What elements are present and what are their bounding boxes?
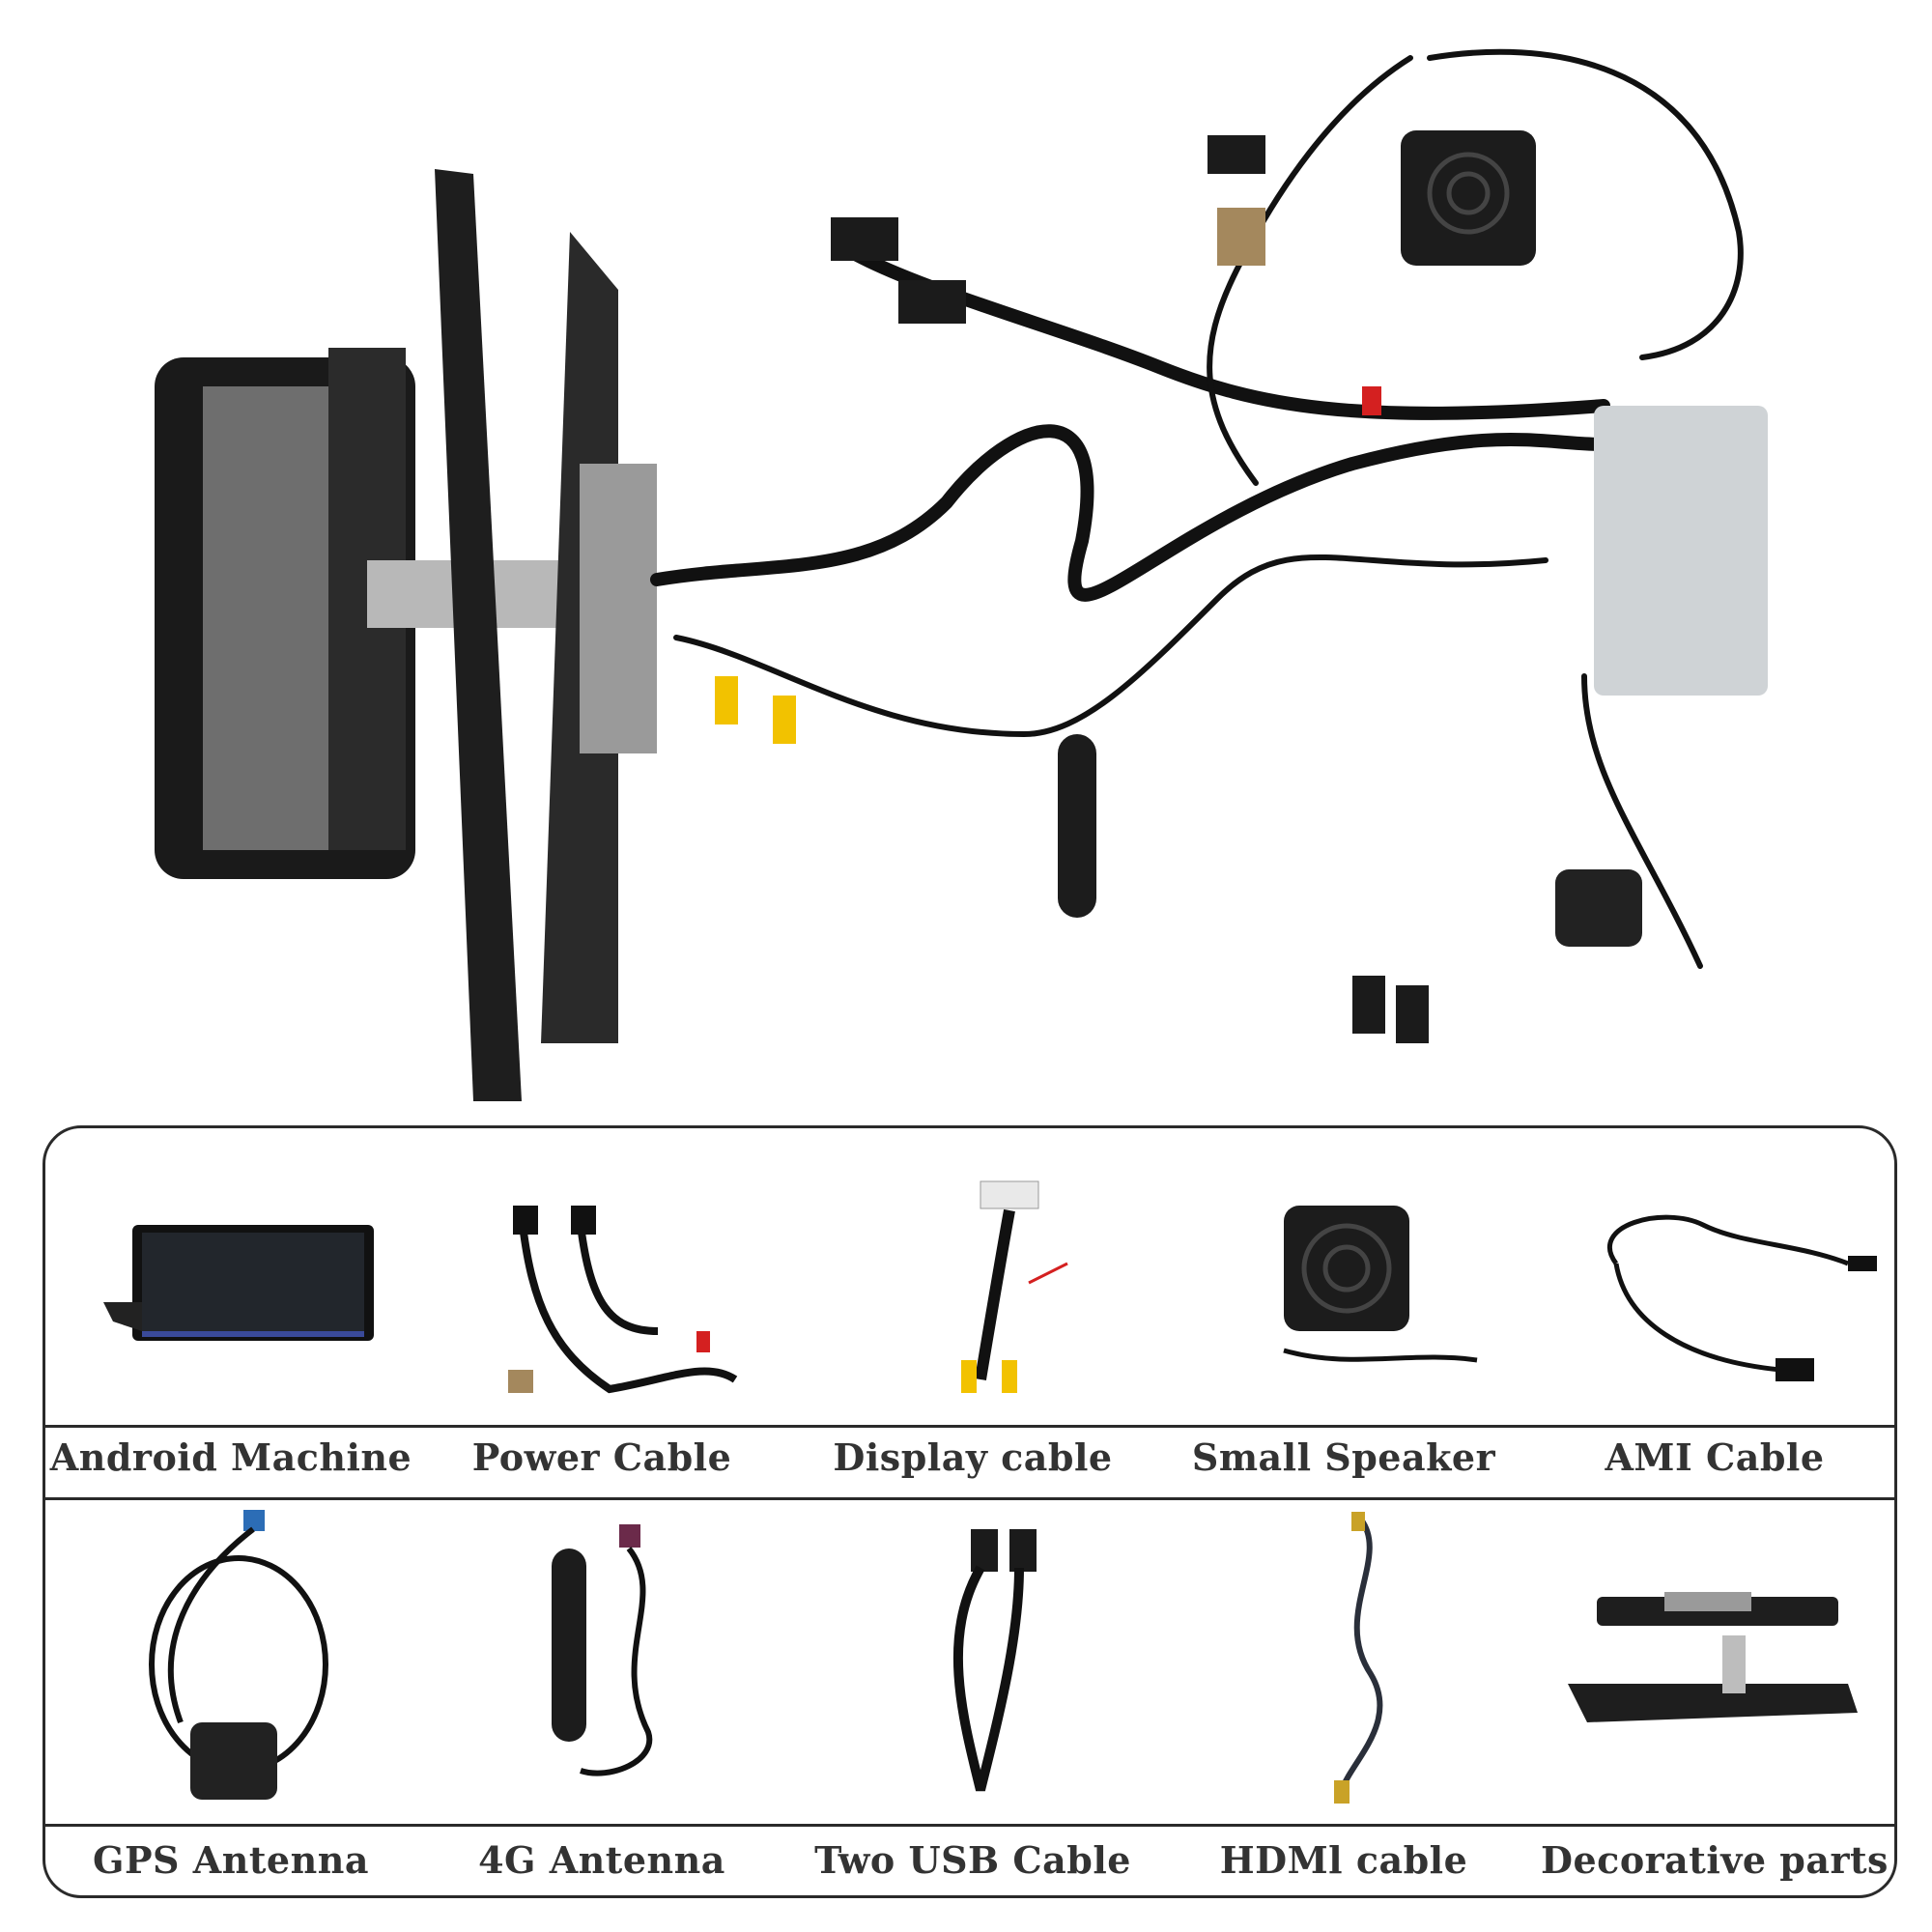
ami-cable-thumb [1606, 1214, 1877, 1381]
item-gps-antenna: GPS Antenna [45, 1500, 416, 1896]
4g-antenna-thumb [552, 1524, 653, 1776]
item-label: Small Speaker [1191, 1435, 1496, 1479]
row2-label-divider [45, 1824, 1894, 1827]
item-two-usb-cable: Two USB Cable [787, 1500, 1158, 1896]
decorative-parts-thumb [1568, 1592, 1858, 1722]
item-power-cable: Power Cable [416, 1128, 787, 1495]
item-small-speaker: Small Speaker [1158, 1128, 1529, 1495]
item-label: Two USB Cable [814, 1838, 1131, 1882]
item-ami-cable: AMI Cable [1529, 1128, 1900, 1495]
item-display-cable: Display cable [787, 1128, 1158, 1495]
item-hdmi-cable: HDMl cable [1158, 1500, 1529, 1896]
power-connectors [831, 135, 1265, 324]
usb-ends [1352, 976, 1429, 1043]
item-label: Android Machine [49, 1435, 412, 1479]
main-harness [650, 244, 1610, 602]
item-label: Decorative parts [1541, 1838, 1889, 1882]
accessory-panel: Android Machine Power Cable Display cabl… [43, 1125, 1897, 1898]
rca-connectors [715, 386, 1381, 744]
item-label: Display cable [833, 1435, 1113, 1479]
hdmi-cable-thumb [1334, 1512, 1383, 1804]
android-machine-thumb [103, 1225, 374, 1341]
android-machine-display [155, 348, 415, 879]
item-android-machine: Android Machine [45, 1128, 416, 1495]
row1-label-divider [45, 1425, 1894, 1428]
gps-puck [1555, 869, 1642, 947]
product-hero-illustration [155, 48, 1768, 1101]
item-label: 4G Antenna [478, 1838, 725, 1882]
thin-cables [673, 48, 1744, 969]
item-4g-antenna: 4G Antenna [416, 1500, 787, 1896]
gps-antenna-thumb [149, 1510, 328, 1800]
two-usb-cable-thumb [952, 1529, 1037, 1792]
item-label: AMI Cable [1605, 1435, 1825, 1479]
display-cable-thumb [961, 1180, 1068, 1393]
item-label: HDMl cable [1219, 1838, 1468, 1882]
item-label: Power Cable [471, 1435, 732, 1479]
item-decorative-parts: Decorative parts [1529, 1500, 1900, 1896]
decorative-frame [435, 169, 657, 1101]
speaker-unit [1401, 130, 1536, 266]
row-divider [45, 1497, 1894, 1500]
power-cable-thumb [508, 1206, 738, 1394]
4g-antenna-body [1058, 734, 1096, 918]
small-speaker-thumb [1283, 1206, 1478, 1363]
decoder-box [1594, 406, 1768, 696]
item-label: GPS Antenna [93, 1838, 369, 1882]
